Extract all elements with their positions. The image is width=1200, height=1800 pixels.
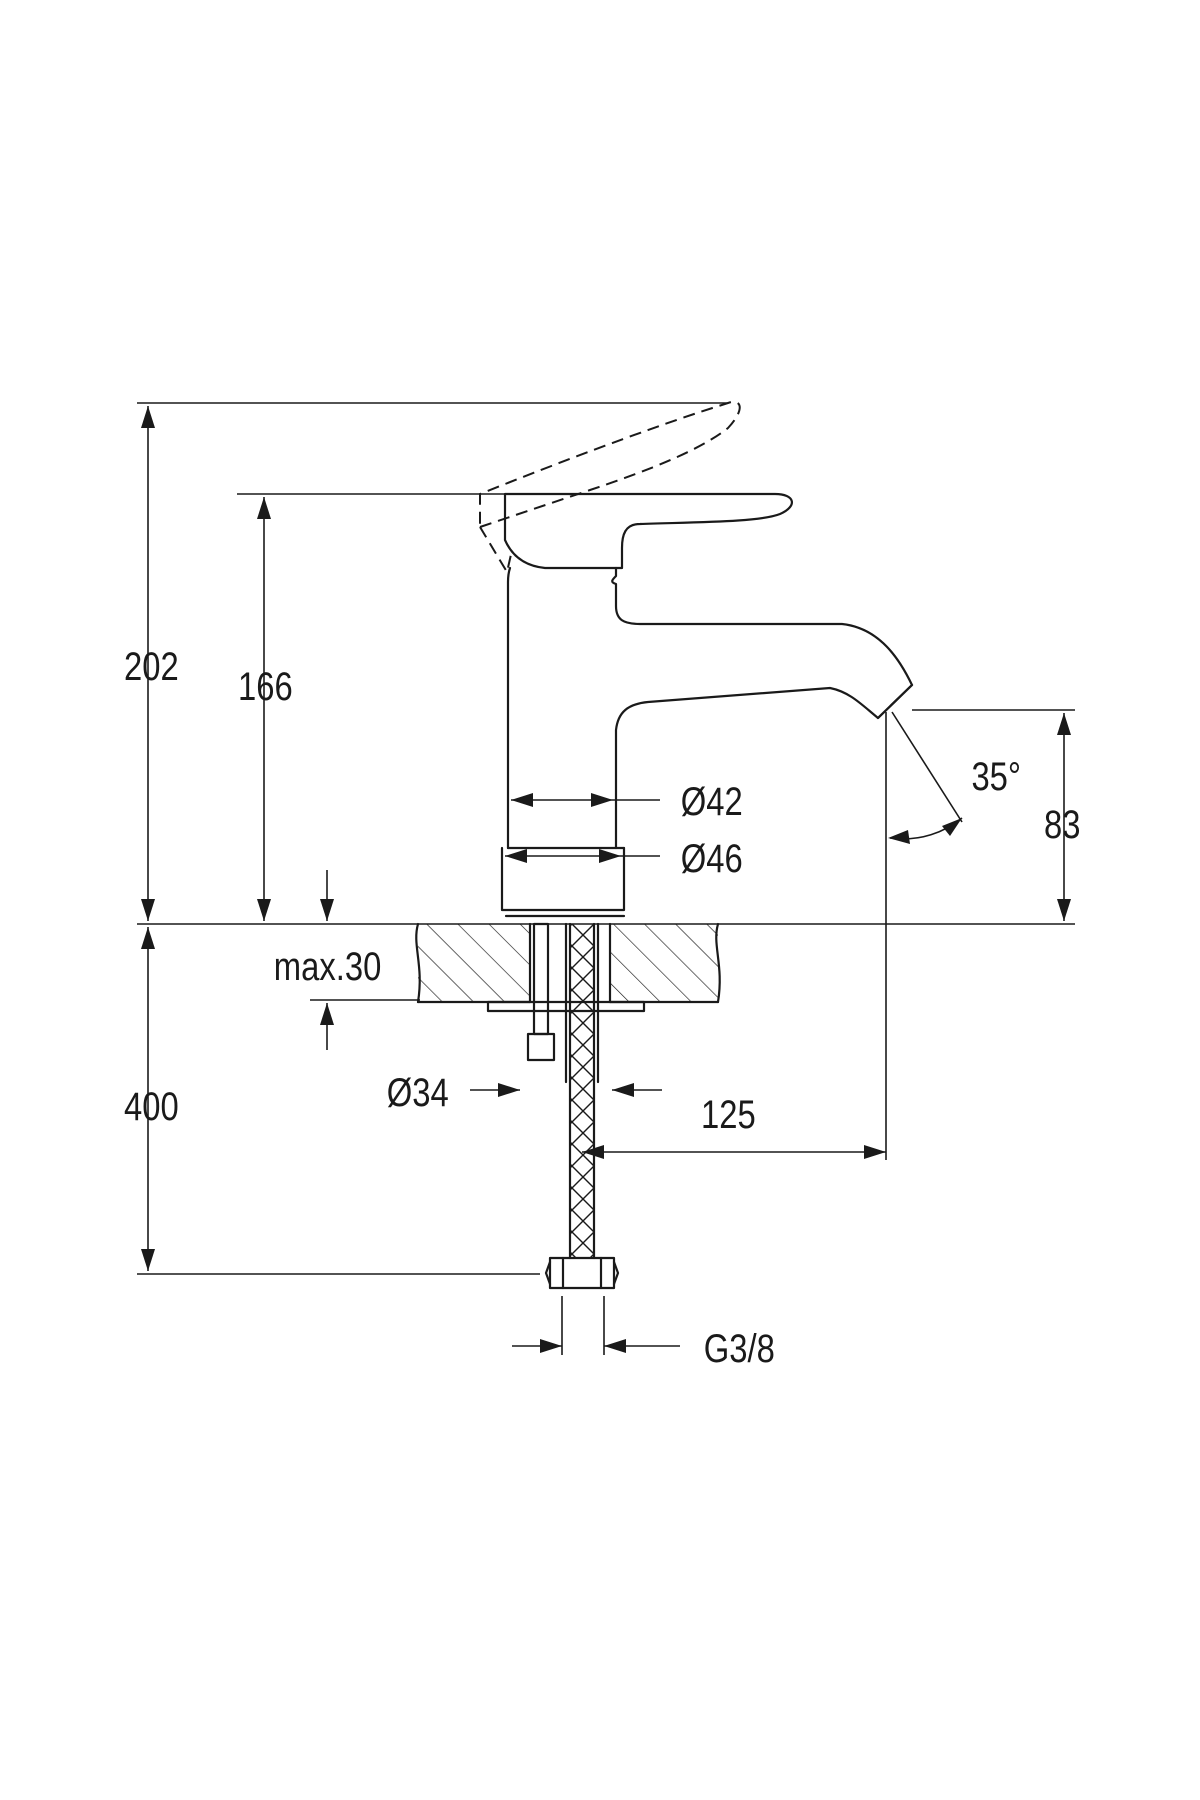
countertop-section xyxy=(415,922,721,1013)
flexible-hose xyxy=(544,922,620,1290)
mounting-stud xyxy=(526,922,556,1062)
label-400: 400 xyxy=(124,1084,179,1129)
dimension-line-max30 xyxy=(320,870,334,1050)
handle-raised-outline xyxy=(479,400,741,575)
label-166: 166 xyxy=(238,664,293,709)
handle-lowered xyxy=(503,492,793,570)
extension-lines xyxy=(137,402,1075,1275)
label-202: 202 xyxy=(124,644,179,689)
faucet-body xyxy=(500,566,914,918)
label-83: 83 xyxy=(1044,802,1080,847)
dimension-angle-35 xyxy=(888,711,963,844)
dimension-line-125 xyxy=(582,712,887,1160)
dimension-line-83 xyxy=(1057,713,1071,921)
dimension-line-202 xyxy=(141,406,155,921)
dimension-line-g38 xyxy=(512,1296,680,1355)
label-d34: Ø34 xyxy=(387,1070,449,1115)
dimension-line-400 xyxy=(141,927,155,1271)
label-g38: G3/8 xyxy=(704,1326,775,1371)
label-35-degrees: 35° xyxy=(971,754,1021,799)
label-d46: Ø46 xyxy=(681,836,743,881)
dimension-line-d34 xyxy=(470,1083,662,1097)
dimension-line-d46 xyxy=(505,849,660,863)
label-125: 125 xyxy=(701,1092,756,1137)
label-max30: max.30 xyxy=(274,944,382,989)
dimension-line-166 xyxy=(257,497,271,921)
label-d42: Ø42 xyxy=(681,779,743,824)
dimension-line-d42 xyxy=(511,793,660,807)
